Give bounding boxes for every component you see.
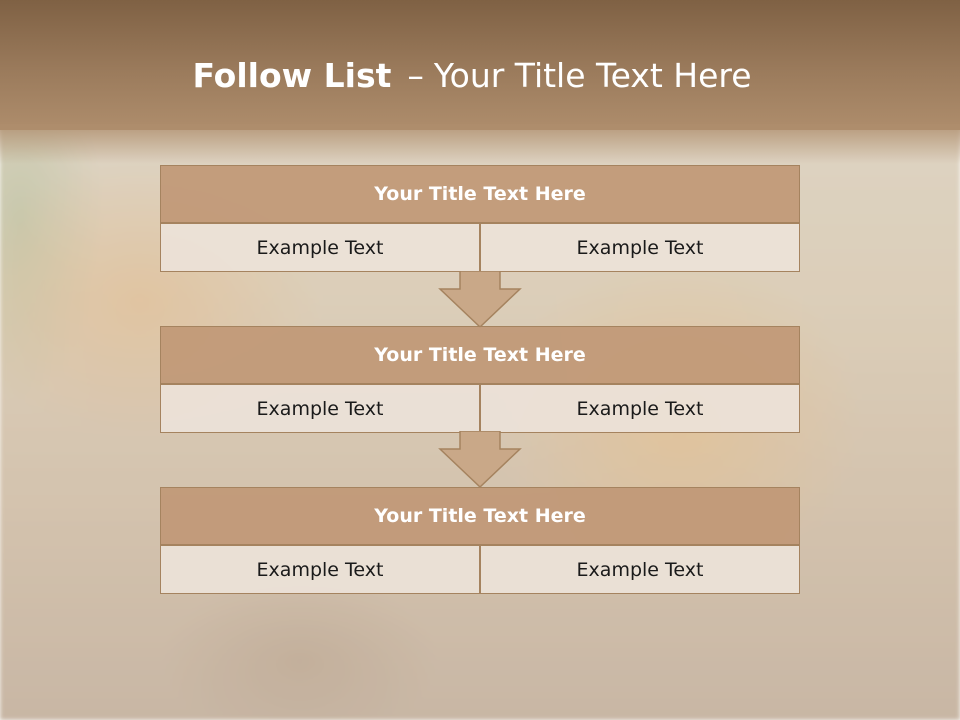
step-cell-right: Example Text (480, 384, 800, 433)
step-title: Your Title Text Here (160, 487, 800, 545)
slide-title-rest: Your Title Text Here (433, 56, 752, 95)
header-fade (0, 124, 960, 164)
step-cell-right: Example Text (480, 223, 800, 272)
step-cell-left: Example Text (160, 384, 480, 433)
header-band (0, 0, 960, 130)
slide-title-dash: – (407, 56, 424, 95)
step-box-2: Your Title Text Here Example Text Exampl… (160, 326, 800, 433)
slide-title-bold: Follow List (192, 56, 392, 95)
down-arrow-icon (438, 271, 522, 329)
step-cell-left: Example Text (160, 545, 480, 594)
step-box-1: Your Title Text Here Example Text Exampl… (160, 165, 800, 272)
step-title: Your Title Text Here (160, 165, 800, 223)
step-cell-left: Example Text (160, 223, 480, 272)
step-cell-right: Example Text (480, 545, 800, 594)
slide-title: Follow List–Your Title Text Here (0, 54, 944, 98)
step-title: Your Title Text Here (160, 326, 800, 384)
down-arrow-icon (438, 431, 522, 489)
step-box-3: Your Title Text Here Example Text Exampl… (160, 487, 800, 594)
